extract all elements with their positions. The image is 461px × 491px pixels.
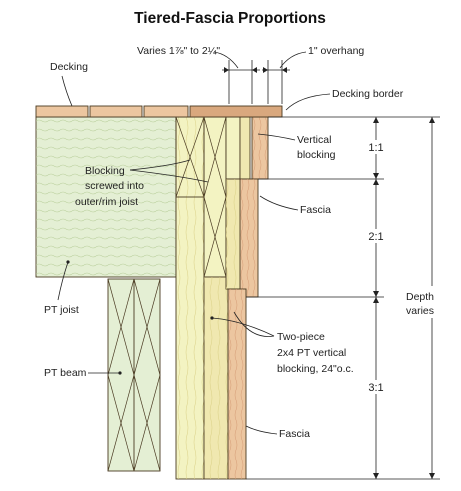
ratio-2-1: 2:1 [368, 231, 383, 243]
decking [35, 105, 189, 118]
label-depth-1: Depth [406, 291, 434, 303]
ratio-dimension [246, 116, 384, 480]
ratio-3-1: 3:1 [368, 382, 383, 394]
label-vertical-blocking-2: blocking [297, 149, 336, 161]
diagram-title: Tiered-Fascia Proportions [134, 10, 326, 27]
rim-joist [175, 116, 205, 480]
pt-joist [35, 116, 177, 278]
label-fascia-lower: Fascia [279, 428, 310, 440]
label-varies: Varies 1⅞" to 2¼" [137, 45, 220, 57]
label-pt-beam: PT beam [44, 367, 87, 379]
label-blocking-2: screwed into [85, 180, 144, 192]
fascia-upper [239, 116, 269, 298]
label-blocking-3: outer/rim joist [75, 196, 138, 208]
pt-beam [107, 278, 161, 472]
label-two-piece-2: 2x4 PT vertical [277, 347, 346, 359]
two-piece-vertical-blocking [203, 276, 229, 480]
decking-border [189, 105, 283, 118]
label-vertical-blocking-1: Vertical [297, 134, 331, 146]
label-decking: Decking [50, 61, 88, 73]
label-depth-2: varies [406, 305, 434, 317]
depth-dimension [384, 116, 440, 480]
label-fascia-upper: Fascia [300, 204, 331, 216]
label-decking-border: Decking border [332, 88, 404, 100]
top-dimensions [213, 51, 307, 104]
label-blocking-1: Blocking [85, 165, 125, 177]
label-overhang: 1" overhang [308, 45, 364, 57]
fascia-lower [227, 288, 247, 480]
label-two-piece-3: blocking, 24"o.c. [277, 363, 354, 375]
ratio-1-1: 1:1 [368, 142, 383, 154]
label-two-piece-1: Two-piece [277, 331, 325, 343]
label-pt-joist: PT joist [44, 304, 79, 316]
